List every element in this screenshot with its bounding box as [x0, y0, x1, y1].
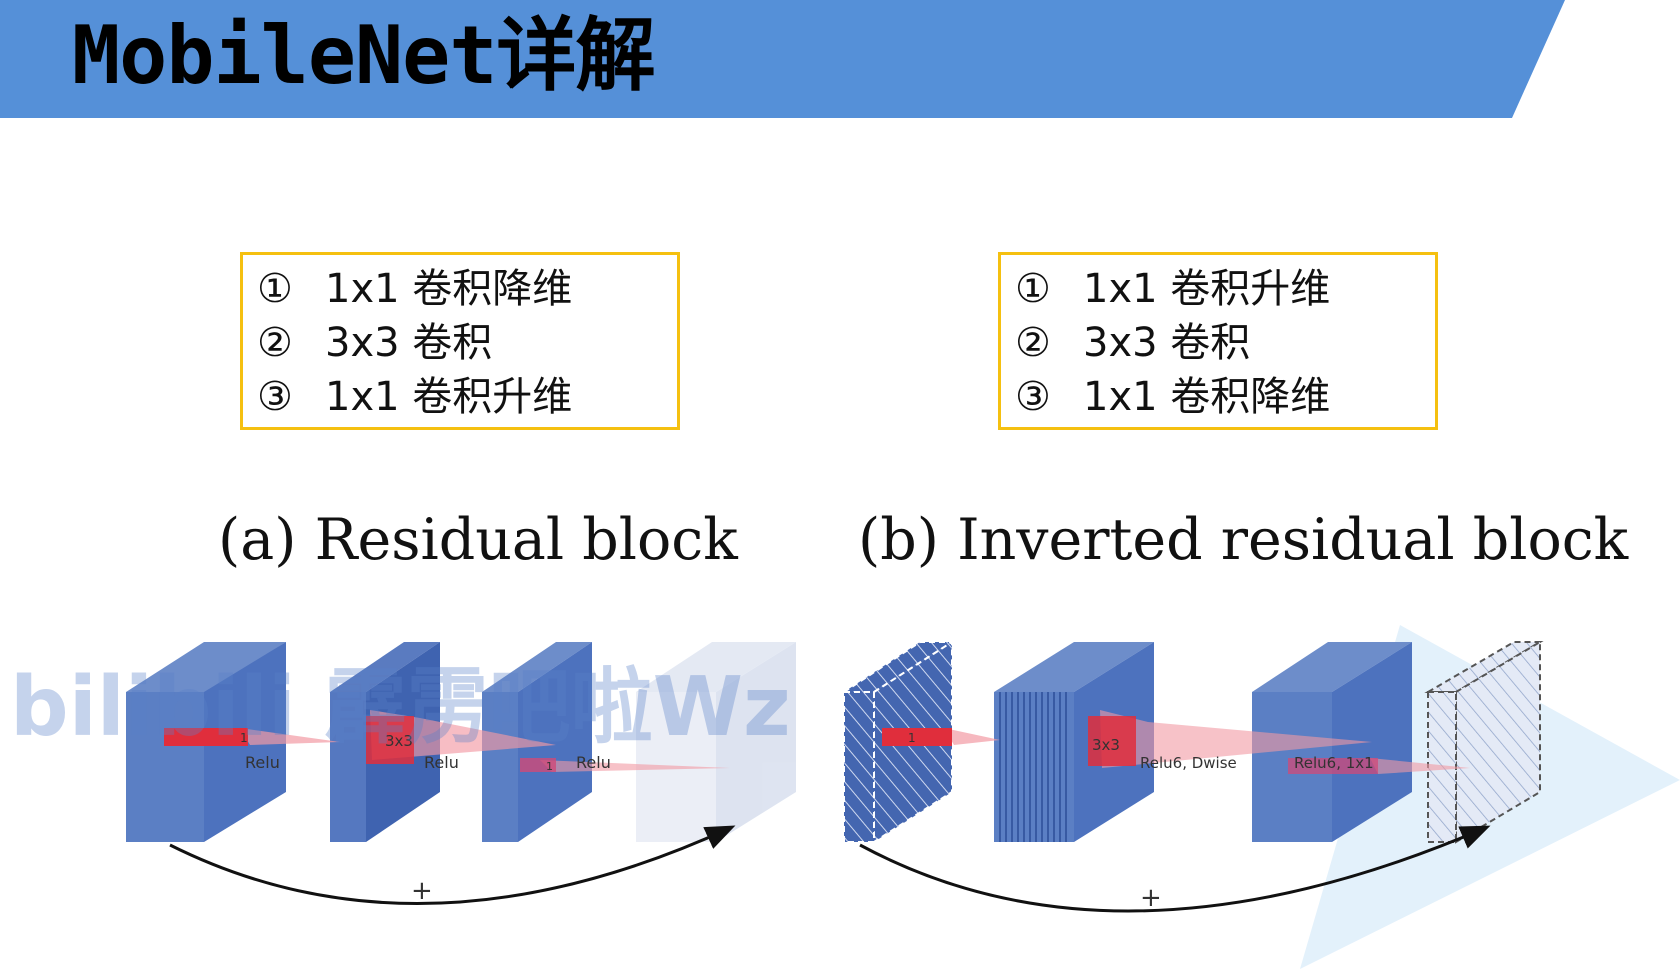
step-number: ① — [1015, 266, 1051, 312]
inverted-projection-3 — [1370, 758, 1470, 774]
residual-plus: + — [411, 876, 433, 906]
header-banner — [0, 0, 1565, 118]
inverted-caption: (b) Inverted residual block — [858, 507, 1629, 573]
residual-steps-box: ① 1x1 卷积降维 ② 3x3 卷积 ③ 1x1 卷积升维 — [240, 252, 680, 430]
step-number: ② — [1015, 320, 1051, 366]
residual-relu-3: Relu — [576, 753, 611, 772]
inverted-step-3: ③ 1x1 卷积降维 — [1015, 371, 1330, 423]
residual-kernel-3 — [520, 758, 556, 772]
residual-kernel-1 — [164, 728, 248, 746]
residual-kernel-1-label: 1 — [240, 731, 248, 745]
inverted-kernel-3 — [1288, 758, 1378, 774]
inverted-activation-2: Relu6, Dwise — [1140, 754, 1237, 772]
inverted-plus: + — [1140, 883, 1162, 913]
residual-projection-3 — [540, 760, 730, 772]
inverted-activation-3: Relu6, 1x1 — [1294, 754, 1374, 772]
residual-skip-arrow — [169, 825, 736, 905]
block-diagram: 1 Relu 3x3 Relu 1 Relu + — [126, 625, 1680, 969]
residual-relu-2: Relu — [424, 753, 459, 772]
residual-block-3 — [482, 642, 592, 842]
residual-step-2: ② 3x3 卷积 — [257, 317, 492, 369]
inverted-skip-arrow — [859, 825, 1491, 913]
step-text: 3x3 卷积 — [1083, 320, 1251, 366]
inverted-expansion-block — [994, 642, 1154, 842]
inverted-step-1: ① 1x1 卷积升维 — [1015, 263, 1330, 315]
inverted-step-2: ② 3x3 卷积 — [1015, 317, 1250, 369]
step-text: 1x1 卷积升维 — [325, 374, 573, 420]
step-text: 3x3 卷积 — [325, 320, 493, 366]
residual-block-2 — [330, 642, 440, 842]
residual-kernel-2 — [366, 716, 414, 764]
inverted-kernel-2 — [1088, 716, 1136, 766]
residual-projection-2 — [370, 710, 556, 760]
inverted-projection-1 — [944, 728, 1000, 745]
step-number: ① — [257, 266, 293, 312]
inverted-depthwise-block — [1252, 642, 1412, 842]
watermark: bilibili 霹雳吧啦Wz — [10, 660, 791, 755]
inverted-kernel-2-label: 3x3 — [1092, 736, 1120, 754]
step-number: ③ — [257, 374, 293, 420]
inverted-steps-box: ① 1x1 卷积升维 ② 3x3 卷积 ③ 1x1 卷积降维 — [998, 252, 1438, 430]
residual-projection-1 — [240, 728, 340, 745]
inverted-kernel-1 — [882, 728, 952, 746]
step-number: ② — [257, 320, 293, 366]
residual-step-1: ① 1x1 卷积降维 — [257, 263, 572, 315]
step-number: ③ — [1015, 374, 1051, 420]
residual-kernel-2-label: 3x3 — [385, 732, 413, 750]
residual-relu-1: Relu — [245, 753, 280, 772]
inverted-projection-2 — [1100, 710, 1372, 768]
residual-step-3: ③ 1x1 卷积升维 — [257, 371, 572, 423]
inverted-kernel-1-label: 1 — [908, 731, 916, 745]
step-text: 1x1 卷积降维 — [325, 266, 573, 312]
step-text: 1x1 卷积降维 — [1083, 374, 1331, 420]
residual-caption: (a) Residual block — [218, 507, 738, 573]
step-text: 1x1 卷积升维 — [1083, 266, 1331, 312]
page-title: MobileNet详解 — [72, 9, 655, 102]
residual-kernel-3-label: 1 — [546, 760, 553, 773]
